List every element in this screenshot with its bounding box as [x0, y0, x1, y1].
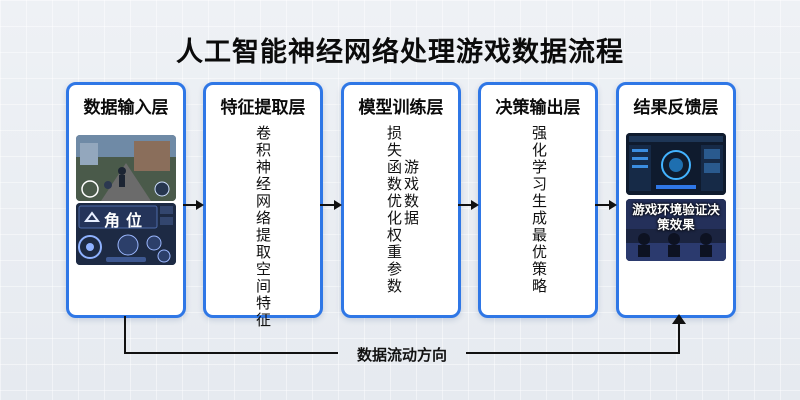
stage-description-column: 强化学习生成最优策略 [531, 125, 548, 295]
flow-arrow [595, 200, 617, 210]
vertical-char: 略 [531, 277, 547, 295]
vertical-char: 优 [386, 192, 402, 210]
vertical-char: 失 [386, 141, 402, 159]
stage-result-feedback: 结果反馈层 游戏环境验证决策效果 [616, 82, 736, 318]
flow-line-right [678, 322, 680, 354]
vertical-char: 优 [531, 243, 547, 261]
vertical-char: 学 [531, 158, 547, 176]
vertical-char: 化 [386, 209, 402, 227]
stage-feature-extraction: 特征提取层 卷积神经网络提取空间特征 [203, 82, 323, 329]
stage-title: 结果反馈层 [633, 98, 719, 118]
verification-caption: 游戏环境验证决策效果 [632, 202, 720, 232]
vertical-char: 经 [255, 175, 271, 193]
vertical-char: 习 [531, 175, 547, 193]
vertical-char: 征 [255, 311, 271, 329]
up-arrow-icon [672, 314, 686, 324]
verification-screenshot-image: 游戏环境验证决策效果 [626, 199, 726, 261]
vertical-char: 最 [531, 226, 547, 244]
vertical-char: 网 [255, 192, 271, 210]
vertical-char: 据 [403, 209, 419, 227]
stage-title: 数据输入层 [83, 98, 169, 118]
flow-arrow [320, 200, 342, 210]
vertical-char: 函 [386, 158, 402, 176]
dashboard-screenshot-image [626, 133, 726, 195]
vertical-char: 特 [255, 294, 271, 312]
vertical-char: 取 [255, 243, 271, 261]
game-ui-text: 角位 [104, 211, 149, 230]
vertical-char: 数 [403, 192, 419, 210]
stage-description-column: 卷积神经网络提取空间特征 [255, 125, 272, 329]
vertical-char: 重 [386, 243, 402, 261]
vertical-char: 策 [531, 260, 547, 278]
flow-line-bottom-left [124, 352, 338, 354]
vertical-char: 间 [255, 277, 271, 295]
flow-line-bottom-right [466, 352, 680, 354]
vertical-char: 成 [531, 209, 547, 227]
stage-description-column: 游戏数据 [403, 159, 420, 227]
vertical-char: 神 [255, 158, 271, 176]
game-ui-screenshot-image: 角位 [76, 203, 176, 265]
vertical-char: 损 [386, 124, 402, 142]
vertical-char: 生 [531, 192, 547, 210]
vertical-char: 化 [531, 141, 547, 159]
flow-arrow [458, 200, 479, 210]
stage-decision-output: 决策输出层 强化学习生成最优策略 [478, 82, 598, 318]
vertical-char: 提 [255, 226, 271, 244]
vertical-char: 权 [386, 226, 402, 244]
vertical-char: 强 [531, 124, 547, 142]
stage-data-input: 数据输入层 角位 [66, 82, 186, 318]
flow-line-left [124, 316, 126, 354]
stage-title: 决策输出层 [495, 98, 581, 118]
vertical-char: 参 [386, 260, 402, 278]
vertical-char: 游 [403, 158, 419, 176]
flow-direction-label: 数据流动方向 [356, 346, 447, 364]
stage-title: 模型训练层 [358, 98, 444, 118]
stage-model-training: 模型训练层 损失函数优化权重参数 游戏数据 [341, 82, 461, 318]
stage-title: 特征提取层 [220, 98, 306, 118]
vertical-char: 积 [255, 141, 271, 159]
vertical-char: 空 [255, 260, 271, 278]
vertical-char: 数 [386, 277, 402, 295]
diagram-title: 人工智能神经网络处理游戏数据流程 [176, 37, 624, 68]
flow-arrow [183, 200, 204, 210]
vertical-char: 戏 [403, 175, 419, 193]
vertical-char: 数 [386, 175, 402, 193]
vertical-char: 络 [255, 209, 271, 227]
game-screenshot-image [76, 135, 176, 201]
vertical-char: 卷 [255, 124, 271, 142]
stage-description-column: 损失函数优化权重参数 [386, 125, 403, 295]
